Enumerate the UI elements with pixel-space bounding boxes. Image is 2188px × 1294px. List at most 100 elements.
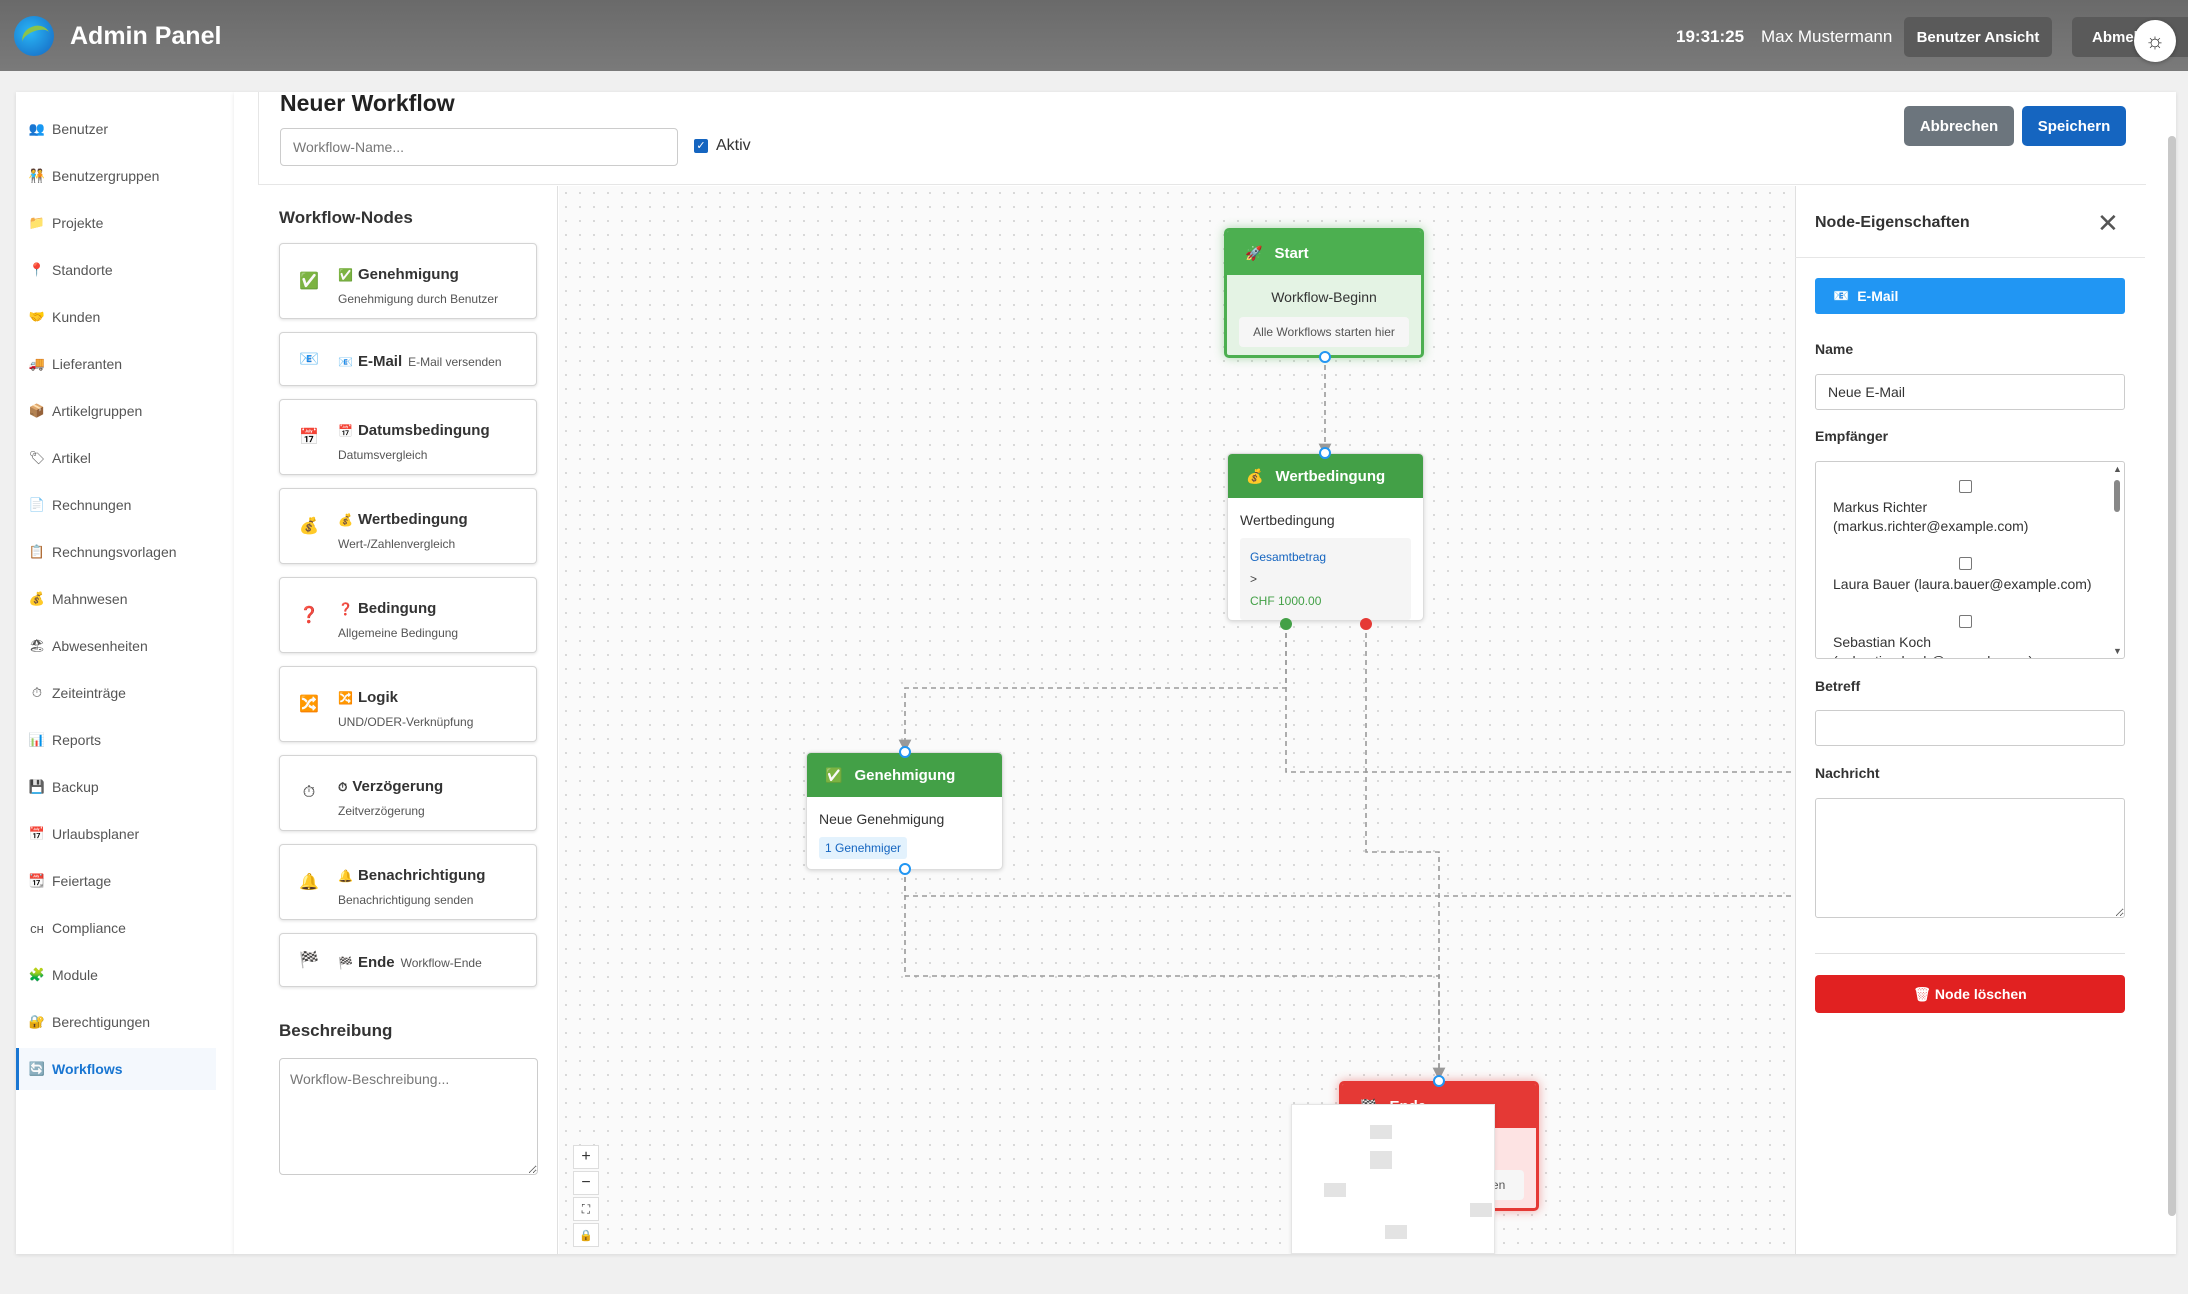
- workflow-canvas[interactable]: 🚀 Start Workflow-Beginn Alle Workflows s…: [559, 186, 1795, 1254]
- value-condition-false-port[interactable]: [1360, 618, 1372, 630]
- subject-input[interactable]: [1815, 710, 2125, 746]
- sidebar-item-berechtigungen[interactable]: 🔐Berechtigungen: [16, 1001, 216, 1043]
- message-input[interactable]: [1815, 798, 2125, 918]
- minimap-node: [1370, 1125, 1392, 1139]
- delete-node-button[interactable]: 🗑 Node löschen: [1815, 975, 2125, 1013]
- active-checkbox[interactable]: ✓: [694, 139, 708, 153]
- palette-node-desc: Genehmigung durch Benutzer: [338, 292, 499, 306]
- divider: [258, 92, 259, 184]
- sidebar-item-label: Reports: [52, 732, 102, 748]
- approval-output-port[interactable]: [899, 863, 911, 875]
- lock-icon[interactable]: 🔒: [573, 1223, 599, 1247]
- approval-node[interactable]: ✅ Genehmigung Neue Genehmigung 1 Genehmi…: [806, 752, 1003, 870]
- workflow-description-input[interactable]: [279, 1058, 538, 1175]
- sidebar-item-mahnwesen[interactable]: 💰Mahnwesen: [16, 578, 216, 620]
- sidebar-item-reports[interactable]: 📊 Reports: [16, 719, 216, 761]
- sidebar-item-artikelgruppen[interactable]: 📦Artikelgruppen: [16, 390, 216, 432]
- sidebar-item-feiertage[interactable]: 📆Feiertage: [16, 860, 216, 902]
- recipients-scroll-thumb[interactable]: [2114, 480, 2120, 512]
- divider: [1815, 953, 2125, 954]
- sidebar-item-backup[interactable]: 💾Backup: [16, 766, 216, 808]
- sidebar-item-standorte[interactable]: 📍Standorte: [16, 249, 216, 291]
- sidebar-item-module[interactable]: 🧩Module: [16, 954, 216, 996]
- start-output-port[interactable]: [1319, 351, 1331, 363]
- sidebar-item-artikel[interactable]: 🏷Artikel: [16, 437, 216, 479]
- sidebar-item-icon: 📊: [28, 732, 46, 747]
- active-toggle[interactable]: ✓ Aktiv: [694, 137, 751, 155]
- palette-node-small-icon: 🔔: [338, 869, 353, 883]
- recipient-checkbox[interactable]: [1959, 615, 1972, 628]
- palette-node-desc: Workflow-Ende: [400, 956, 482, 970]
- approval-input-port[interactable]: [899, 746, 911, 758]
- sidebar-item-label: Berechtigungen: [52, 1014, 151, 1030]
- sidebar-item-icon: 📁: [28, 215, 46, 230]
- sidebar-item-icon: 🤝: [28, 309, 46, 324]
- sidebar-item-workflows[interactable]: 🔄 Workflows: [16, 1048, 216, 1090]
- sidebar-item-benutzer[interactable]: 👥Benutzer: [16, 108, 216, 150]
- sidebar-item-icon: 🔄: [28, 1061, 46, 1076]
- palette-node-small-icon: 📧: [338, 355, 353, 369]
- sidebar-item-projekte[interactable]: 📁Projekte: [16, 202, 216, 244]
- value-condition-input-port[interactable]: [1319, 447, 1331, 459]
- value-condition-node[interactable]: 💰 Wertbedingung Wertbedingung Gesamtbetr…: [1227, 453, 1424, 621]
- sidebar-item-zeiteinträge[interactable]: ⏱Zeiteinträge: [16, 672, 216, 714]
- page-scrollbar-thumb[interactable]: [2168, 136, 2176, 1216]
- scroll-down-icon[interactable]: ▼: [2113, 646, 2122, 656]
- user-view-button[interactable]: Benutzer Ansicht: [1904, 17, 2052, 57]
- palette-node-title: 🔔Benachrichtigung: [338, 867, 485, 884]
- recipient-checkbox[interactable]: [1959, 480, 1972, 493]
- node-palette: [258, 186, 558, 1254]
- palette-node-desc: UND/ODER-Verknüpfung: [338, 715, 474, 729]
- sidebar-item-label: Workflows: [52, 1061, 123, 1077]
- minimap[interactable]: [1291, 1104, 1495, 1254]
- sidebar-item-label: Benutzer: [52, 121, 109, 137]
- recipients-scrollbar[interactable]: ▲ ▼: [2112, 464, 2122, 656]
- active-label: Aktiv: [716, 137, 751, 154]
- sidebar-item-icon: ᴄʜ: [30, 920, 44, 936]
- palette-node-icon: 🔀: [299, 696, 319, 713]
- palette-node-desc: Allgemeine Bedingung: [338, 626, 459, 640]
- close-icon[interactable]: ✕: [2097, 208, 2119, 238]
- sidebar-item-icon: 📋: [28, 544, 46, 559]
- zoom-out-button[interactable]: −: [573, 1171, 599, 1195]
- sidebar-item-rechnungen[interactable]: 📄Rechnungen: [16, 484, 216, 526]
- fit-view-button[interactable]: ⛶: [573, 1197, 599, 1221]
- sidebar-item-benutzergruppen[interactable]: 🧑‍🤝‍🧑Benutzergruppen: [16, 155, 216, 197]
- workflow-name-input[interactable]: [280, 128, 678, 166]
- start-node[interactable]: 🚀 Start Workflow-Beginn Alle Workflows s…: [1224, 228, 1424, 358]
- zoom-in-button[interactable]: +: [573, 1145, 599, 1169]
- recipient-checbox[interactable]: [1959, 557, 1972, 570]
- palette-node-icon: 📧: [299, 351, 319, 368]
- sidebar-item-kunden[interactable]: 🤝Kunden: [16, 296, 216, 338]
- properties-title: Node-Eigenschaften: [1815, 214, 1970, 231]
- edge-approval-to-end: [904, 868, 1440, 1074]
- end-input-port[interactable]: [1433, 1075, 1445, 1087]
- sidebar-item-urlaubsplaner[interactable]: 📅Urlaubsplaner: [16, 813, 216, 855]
- sidebar-item-abwesenheiten[interactable]: 🏖Abwesenheiten: [16, 625, 216, 667]
- node-name-input[interactable]: [1815, 374, 2125, 410]
- start-node-note: Alle Workflows starten hier: [1239, 317, 1409, 347]
- recipients-list[interactable]: Markus Richter (markus.richter@example.c…: [1815, 461, 2125, 659]
- scroll-up-icon[interactable]: ▲: [2113, 464, 2122, 474]
- sidebar-item-rechnungsvorlagen[interactable]: 📋Rechnungsvorlagen: [16, 531, 216, 573]
- value-condition-body-title: Wertbedingung: [1240, 512, 1335, 528]
- edge-value-true-to-approval: [898, 624, 1287, 753]
- sun-icon[interactable]: ☼: [2134, 20, 2176, 62]
- save-button[interactable]: Speichern: [2022, 106, 2126, 146]
- value-condition-true-port[interactable]: [1280, 618, 1292, 630]
- palette-node-small-icon: ✅: [338, 268, 353, 282]
- value-condition-header: 💰 Wertbedingung: [1228, 454, 1423, 498]
- cancel-button[interactable]: Abbrechen: [1904, 106, 2014, 146]
- sidebar-item-lieferanten[interactable]: 🚚Lieferanten: [16, 343, 216, 385]
